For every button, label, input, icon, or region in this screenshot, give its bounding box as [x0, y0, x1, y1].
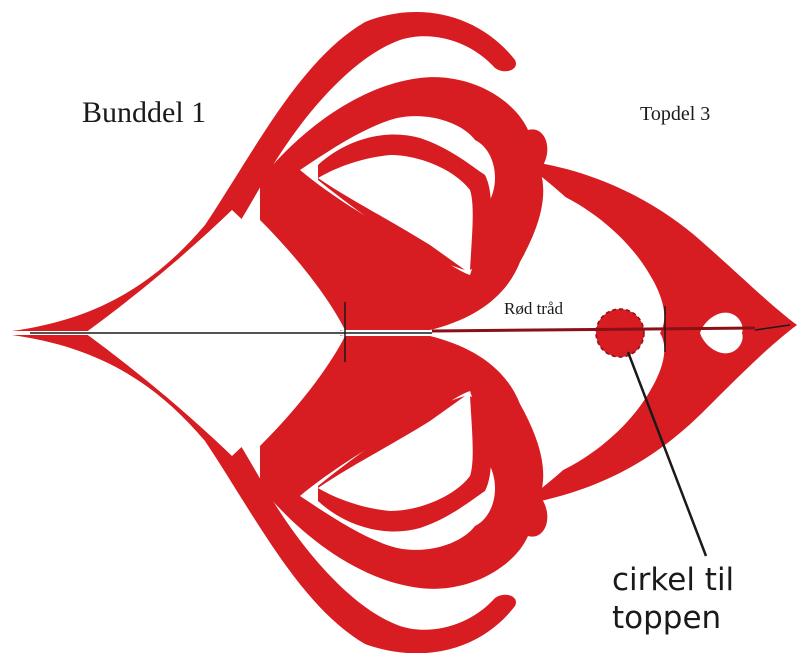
top-part-inner-cutout	[545, 188, 665, 478]
upper-inner-heart	[318, 134, 491, 270]
thread-label: Rød tråd	[504, 299, 564, 318]
bottom-part-label: Bunddel 1	[82, 96, 207, 129]
top-tip-slot	[700, 312, 743, 354]
top-part-shape	[520, 160, 797, 505]
top-part-label: Topdel 3	[640, 103, 711, 125]
circle-leader-line	[626, 351, 708, 557]
outer-heart-upper	[12, 11, 516, 331]
circle-label-line1: cirkel til	[612, 562, 735, 598]
lower-heart-ring	[260, 336, 548, 589]
hanging-circle	[595, 308, 645, 358]
upper-heart-ring	[260, 77, 548, 330]
red-thread	[431, 326, 756, 333]
circle-label-line2: toppen	[612, 600, 722, 636]
lower-inner-heart	[318, 396, 491, 532]
outer-heart-lower	[12, 335, 516, 653]
thread-and-circle	[30, 302, 791, 557]
center-line-right	[754, 324, 791, 331]
